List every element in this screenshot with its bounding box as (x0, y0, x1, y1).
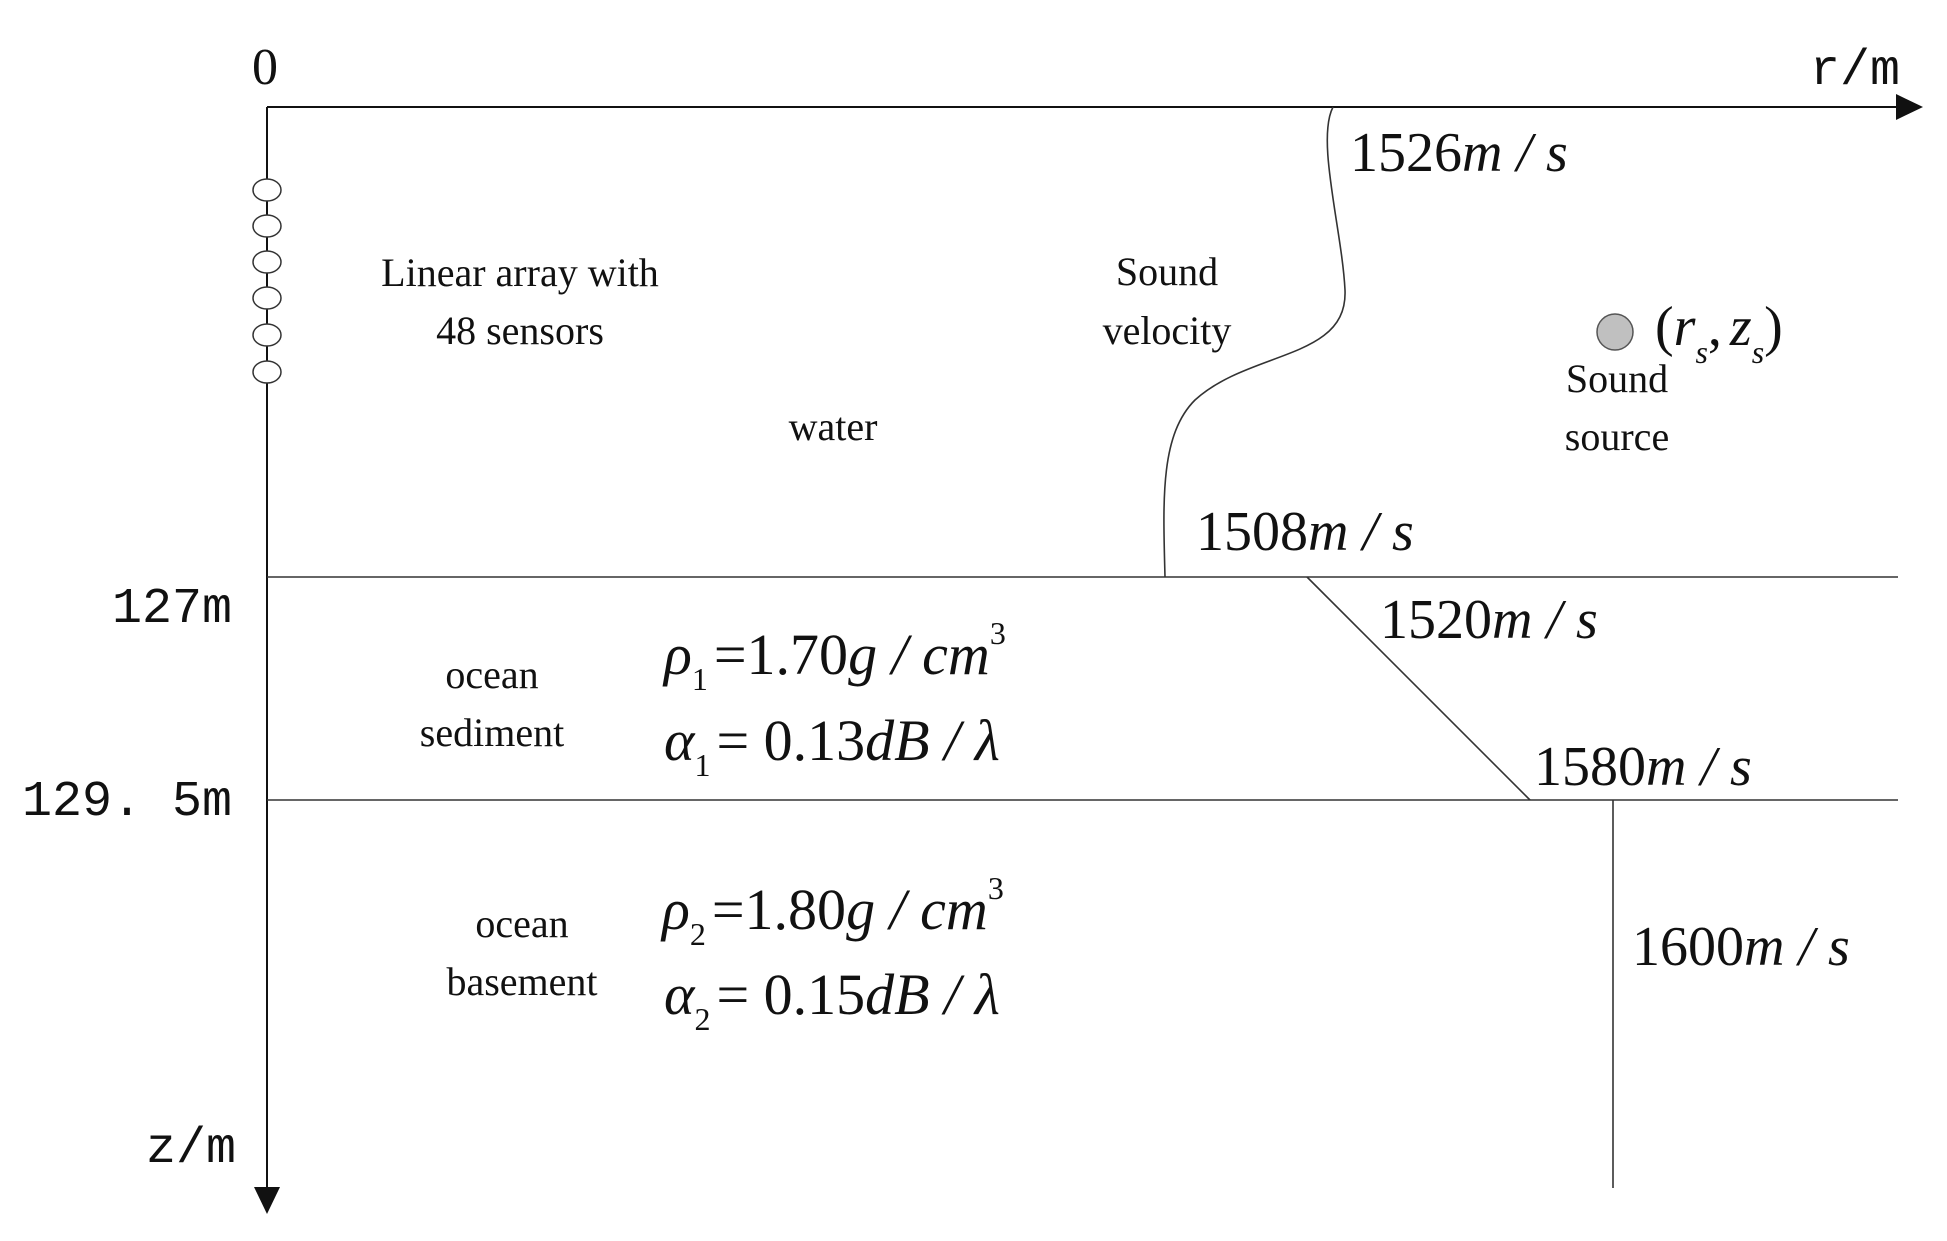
alpha-value: = 0.15 (716, 962, 865, 1027)
unit-second: s (1730, 736, 1752, 798)
velocity-value: 1526 (1350, 122, 1462, 184)
unit-separator: / (1784, 916, 1828, 978)
sensor-marker (252, 250, 282, 274)
origin-label: 0 (252, 39, 278, 96)
water-label: water (789, 404, 878, 449)
coord-close-paren: ) (1764, 296, 1783, 358)
sensor-marker (252, 360, 282, 384)
unit-meter: m (1646, 736, 1686, 798)
basement-label-line1: ocean (475, 901, 568, 946)
source-label-line2: source (1565, 414, 1669, 459)
rho-exponent: 3 (988, 870, 1004, 906)
rho-unit: g / cm (846, 877, 988, 942)
unit-second: s (1392, 501, 1414, 563)
sound-velocity-label-line2: velocity (1103, 308, 1232, 353)
sound-velocity-label-line1: Sound (1116, 249, 1218, 294)
rho-unit: g / cm (848, 622, 990, 687)
source-coordinates: (rs,zs) (1655, 296, 1783, 370)
unit-second: s (1576, 589, 1598, 651)
velocity-label-1526: 1526m / s (1350, 122, 1568, 184)
velocity-value: 1520 (1380, 589, 1492, 651)
depth-label-129-5m: 129. 5m (22, 774, 232, 831)
array-label-line1: Linear array with (381, 250, 659, 295)
unit-separator: / (1532, 589, 1576, 651)
alpha-subscript: 2 (694, 1001, 710, 1037)
rho-subscript: 1 (692, 661, 708, 697)
coord-r-subscript: s (1695, 334, 1707, 370)
sediment-density-equation: ρ1=1.70g / cm3 (662, 615, 1006, 697)
sensor-marker (252, 214, 282, 238)
r-axis-label: r/m (1810, 43, 1900, 100)
rho-symbol: ρ (662, 622, 692, 687)
source-label-line1: Sound (1566, 356, 1668, 401)
unit-meter: m (1744, 916, 1784, 978)
sensor-array (252, 178, 282, 384)
z-axis-label: z/m (146, 1121, 236, 1178)
unit-second: s (1828, 916, 1850, 978)
velocity-label-1508: 1508m / s (1196, 501, 1414, 563)
basement-attenuation-equation: α2= 0.15dB / λ (664, 962, 1000, 1037)
velocity-label-1520: 1520m / s (1380, 589, 1598, 651)
sediment-label-line1: ocean (445, 652, 538, 697)
rho-value: =1.80 (712, 877, 846, 942)
alpha-subscript: 1 (694, 747, 710, 783)
unit-meter: m (1308, 501, 1348, 563)
depth-label-127m: 127m (112, 581, 232, 638)
unit-meter: m (1462, 122, 1502, 184)
velocity-value: 1508 (1196, 501, 1308, 563)
alpha-symbol: α (664, 708, 696, 773)
velocity-value: 1600 (1632, 916, 1744, 978)
rho-subscript: 2 (690, 916, 706, 952)
velocity-label-1580: 1580m / s (1534, 736, 1752, 798)
unit-separator: / (1686, 736, 1730, 798)
rho-value: =1.70 (714, 622, 848, 687)
sound-source-marker (1596, 313, 1634, 351)
sensor-marker (252, 286, 282, 310)
coord-open-paren: ( (1655, 296, 1674, 358)
velocity-label-1600: 1600m / s (1632, 916, 1850, 978)
unit-separator: / (1348, 501, 1392, 563)
coord-comma: , (1708, 296, 1722, 358)
coord-z: z (1729, 296, 1752, 358)
coord-r: r (1674, 296, 1696, 358)
rho-symbol: ρ (660, 877, 690, 942)
coord-z-subscript: s (1752, 334, 1764, 370)
sensor-marker (252, 178, 282, 202)
sound-velocity-profile-curve (1163, 106, 1346, 578)
basement-density-equation: ρ2=1.80g / cm3 (660, 870, 1004, 952)
sediment-velocity-gradient-line (1306, 576, 1531, 801)
rho-exponent: 3 (990, 615, 1006, 651)
sediment-label-line2: sediment (420, 710, 564, 755)
unit-second: s (1546, 122, 1568, 184)
unit-separator: / (1502, 122, 1546, 184)
alpha-unit: dB / λ (865, 708, 1000, 773)
array-label-line2: 48 sensors (436, 308, 604, 353)
basement-label-line2: basement (446, 959, 597, 1004)
sensor-marker (252, 323, 282, 347)
velocity-value: 1580 (1534, 736, 1646, 798)
alpha-value: = 0.13 (716, 708, 865, 773)
unit-meter: m (1492, 589, 1532, 651)
alpha-unit: dB / λ (865, 962, 1000, 1027)
sediment-attenuation-equation: α1= 0.13dB / λ (664, 708, 1000, 783)
z-axis-arrowhead (254, 1187, 280, 1214)
alpha-symbol: α (664, 962, 696, 1027)
r-axis-arrowhead (1896, 94, 1923, 120)
